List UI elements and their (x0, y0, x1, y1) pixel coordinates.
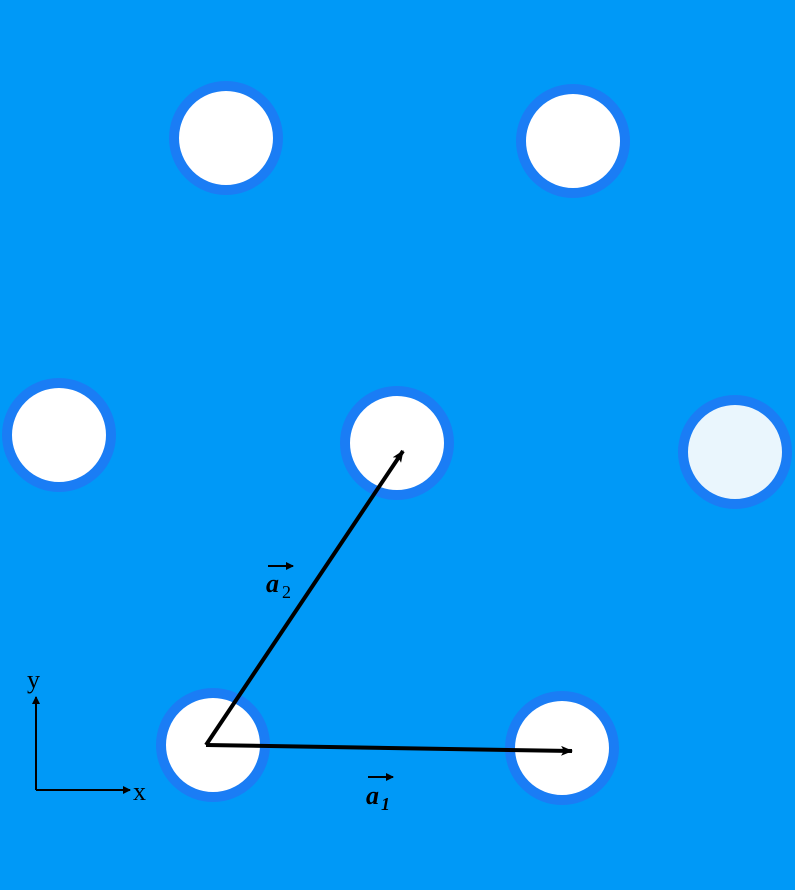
coordinate-axes: y x (27, 665, 146, 806)
vector-a2-label: a 2 (266, 562, 294, 602)
vector-a1-arrow (205, 743, 573, 756)
hole (340, 386, 454, 500)
vector-a2-letter: a (266, 569, 279, 598)
hole (169, 81, 283, 195)
y-axis-label: y (27, 665, 40, 694)
hole (505, 691, 619, 805)
vector-a1-subscript: 1 (381, 794, 390, 814)
hole (516, 84, 630, 198)
hole (678, 395, 792, 509)
vector-a2-subscript: 2 (282, 582, 291, 602)
vector-a1-letter: a (366, 781, 379, 810)
vector-a1-label: a 1 (366, 773, 394, 814)
hole (2, 378, 116, 492)
vector-a2-arrow (204, 449, 405, 747)
x-axis-label: x (133, 777, 146, 806)
